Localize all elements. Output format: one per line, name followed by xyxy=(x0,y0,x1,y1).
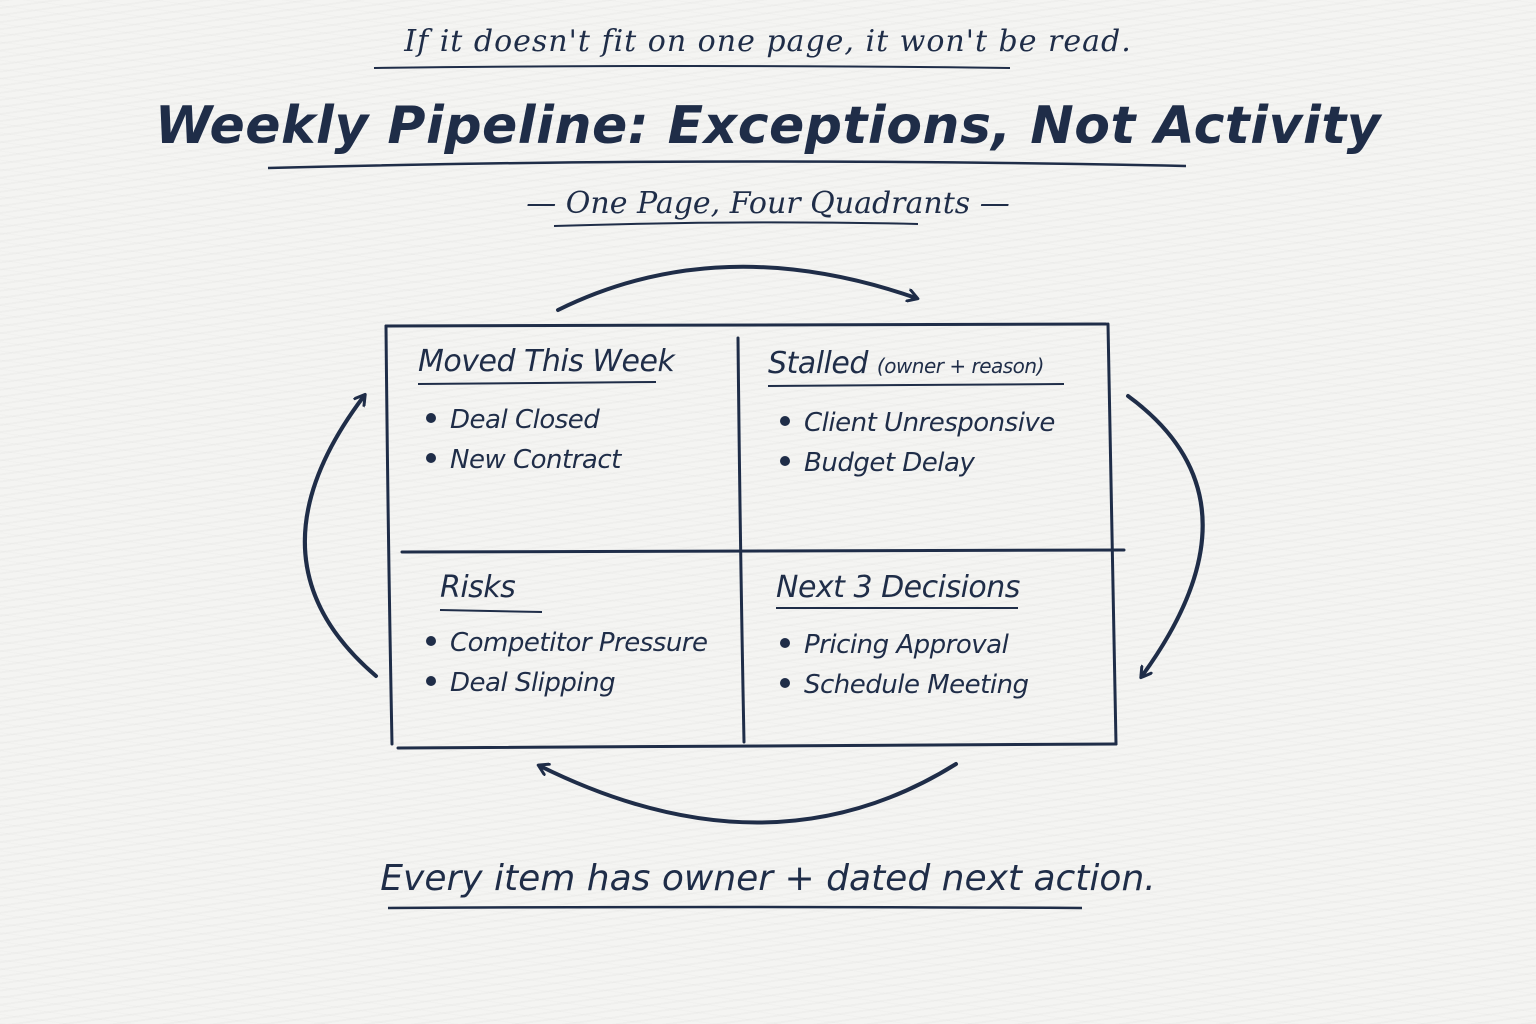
item-label: Client Unresponsive xyxy=(804,408,1055,438)
bullet-icon xyxy=(780,677,790,688)
bullet-icon xyxy=(780,637,790,648)
quadrant-moved-item: Deal Closed xyxy=(426,405,600,435)
cycle-arrows xyxy=(302,264,1205,825)
quadrant-stalled-title: Stalled xyxy=(768,346,868,381)
title-underline xyxy=(267,160,1187,170)
footer-note: Every item has owner + dated next action… xyxy=(380,858,1156,899)
quadrant-grid xyxy=(384,322,1126,750)
item-label: Schedule Meeting xyxy=(804,670,1029,700)
right-arrow xyxy=(1126,394,1205,676)
item-label: Competitor Pressure xyxy=(450,628,708,658)
quadrant-risks-title: Risks xyxy=(440,570,516,605)
quadrant-moved-heading: Moved This Week xyxy=(418,344,675,379)
quadrant-stalled-note: (owner + reason) xyxy=(876,354,1045,378)
quadrant-stalled-item: Budget Delay xyxy=(780,448,975,478)
bullet-icon xyxy=(780,455,790,466)
footer-underline xyxy=(387,905,1083,910)
heading-underlines xyxy=(417,381,1065,613)
item-label: Budget Delay xyxy=(804,448,975,478)
page-subtitle: — One Page, Four Quadrants — xyxy=(526,186,1010,221)
quadrant-risks-heading: Risks xyxy=(440,570,516,605)
item-label: Deal Closed xyxy=(450,405,600,435)
bottom-arrow xyxy=(540,762,958,825)
quadrant-risks-item: Deal Slipping xyxy=(426,668,616,698)
item-label: Deal Slipping xyxy=(450,668,616,698)
page-title: Weekly Pipeline: Exceptions, Not Activit… xyxy=(154,96,1382,156)
bullet-icon xyxy=(426,675,436,686)
quadrant-decisions-title: Next 3 Decisions xyxy=(776,570,1020,605)
quadrant-stalled-heading: Stalled (owner + reason) xyxy=(768,346,1044,381)
quadrant-decisions-item: Pricing Approval xyxy=(780,630,1009,660)
bullet-icon xyxy=(426,635,436,646)
tagline-underline xyxy=(373,65,1011,69)
subtitle-underline xyxy=(553,221,919,227)
quadrant-decisions-item: Schedule Meeting xyxy=(780,670,1029,700)
item-label: Pricing Approval xyxy=(804,630,1009,660)
quadrant-stalled-item: Client Unresponsive xyxy=(780,408,1055,438)
quadrant-decisions-heading: Next 3 Decisions xyxy=(776,570,1020,605)
bullet-icon xyxy=(426,412,436,423)
left-arrow xyxy=(302,396,378,678)
bullet-icon xyxy=(426,452,436,463)
tagline: If it doesn't fit on one page, it won't … xyxy=(404,24,1132,59)
quadrant-moved-title: Moved This Week xyxy=(418,344,675,379)
item-label: New Contract xyxy=(450,445,621,475)
quadrant-risks-item: Competitor Pressure xyxy=(426,628,708,658)
top-arrow xyxy=(556,264,916,312)
quadrant-moved-item: New Contract xyxy=(426,445,621,475)
bullet-icon xyxy=(780,415,790,426)
